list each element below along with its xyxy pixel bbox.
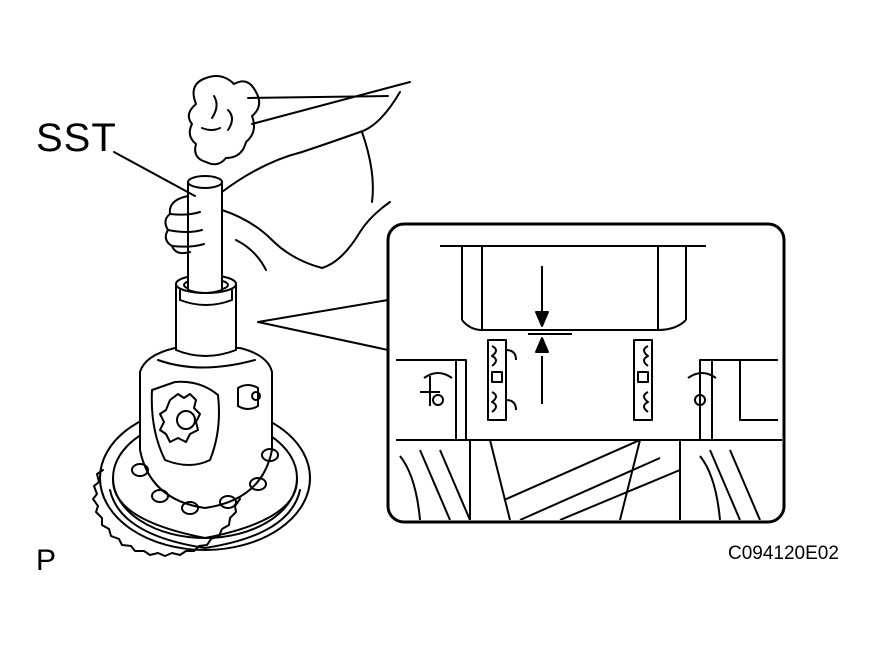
figure-code-label: C094120E02 (728, 543, 839, 564)
callout-line-lower (258, 322, 388, 350)
detail-inset-frame (388, 224, 784, 522)
upper-hand (189, 76, 410, 164)
detail-inset-contents (396, 246, 782, 520)
sst-rod (188, 176, 222, 293)
lower-hand (165, 92, 400, 270)
view-marker-label: P (36, 544, 57, 577)
differential-case (132, 348, 278, 514)
callout-line-upper (258, 300, 388, 322)
sst-label: SST (36, 116, 117, 160)
sst-leader-line (114, 152, 195, 196)
